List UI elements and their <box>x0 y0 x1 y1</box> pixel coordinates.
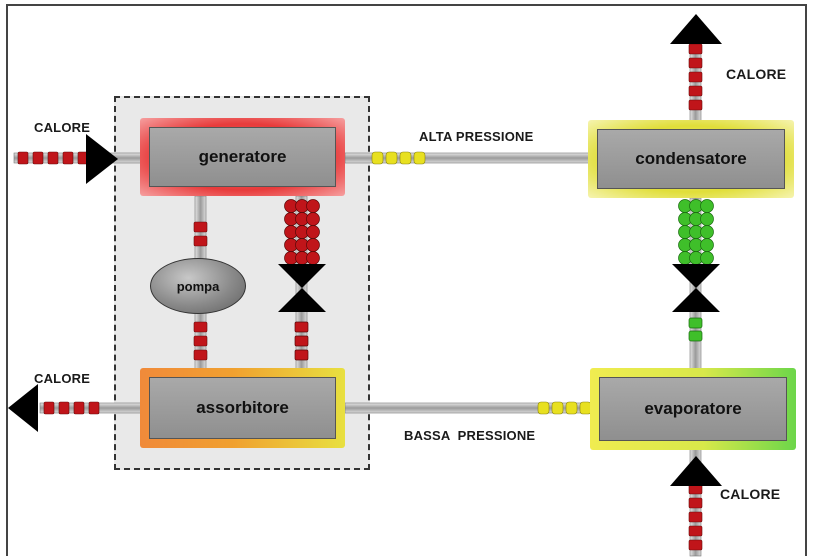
heat-particles-left-in <box>17 151 89 165</box>
calore-label-top-left: CALORE <box>34 120 91 135</box>
arrow-heat-in-bottom-right <box>670 456 722 486</box>
evaporatore-box: evaporatore <box>590 368 796 450</box>
refrigerant-particles-high <box>371 151 426 165</box>
frame-border <box>6 4 807 556</box>
assorbitore-box: assorbitore <box>140 368 345 448</box>
pump: pompa <box>150 258 246 314</box>
generatore-label: generatore <box>198 147 287 166</box>
generatore-box: generatore <box>140 118 345 196</box>
expansion-valve-left <box>278 264 326 312</box>
bassa-pressione-label: BASSA PRESSIONE <box>404 428 536 443</box>
calore-label-bottom-left: CALORE <box>34 371 91 386</box>
pump-label: pompa <box>176 278 220 294</box>
solution-particles-pump-line <box>193 221 208 361</box>
arrow-heat-in-left <box>86 134 118 184</box>
heat-particles-bottom-right <box>688 483 703 551</box>
arrow-heat-out-top-right <box>670 14 722 44</box>
alta-pressione-label: ALTA PRESSIONE <box>419 129 534 144</box>
liquid-particles-condensate <box>678 199 714 342</box>
solution-particles-return-line <box>284 199 320 361</box>
condensatore-box: condensatore <box>588 120 794 198</box>
expansion-valve-right <box>672 264 720 312</box>
heat-particles-top-right <box>688 43 703 111</box>
condensatore-label: condensatore <box>635 149 747 168</box>
assorbitore-label: assorbitore <box>196 398 289 417</box>
calore-label-bottom-right: CALORE <box>720 486 781 502</box>
arrow-heat-out-left <box>8 384 38 432</box>
refrigerant-particles-low <box>537 401 592 415</box>
calore-label-top-right: CALORE <box>726 66 787 82</box>
heat-particles-left-out <box>43 401 100 415</box>
evaporatore-label: evaporatore <box>644 399 742 418</box>
